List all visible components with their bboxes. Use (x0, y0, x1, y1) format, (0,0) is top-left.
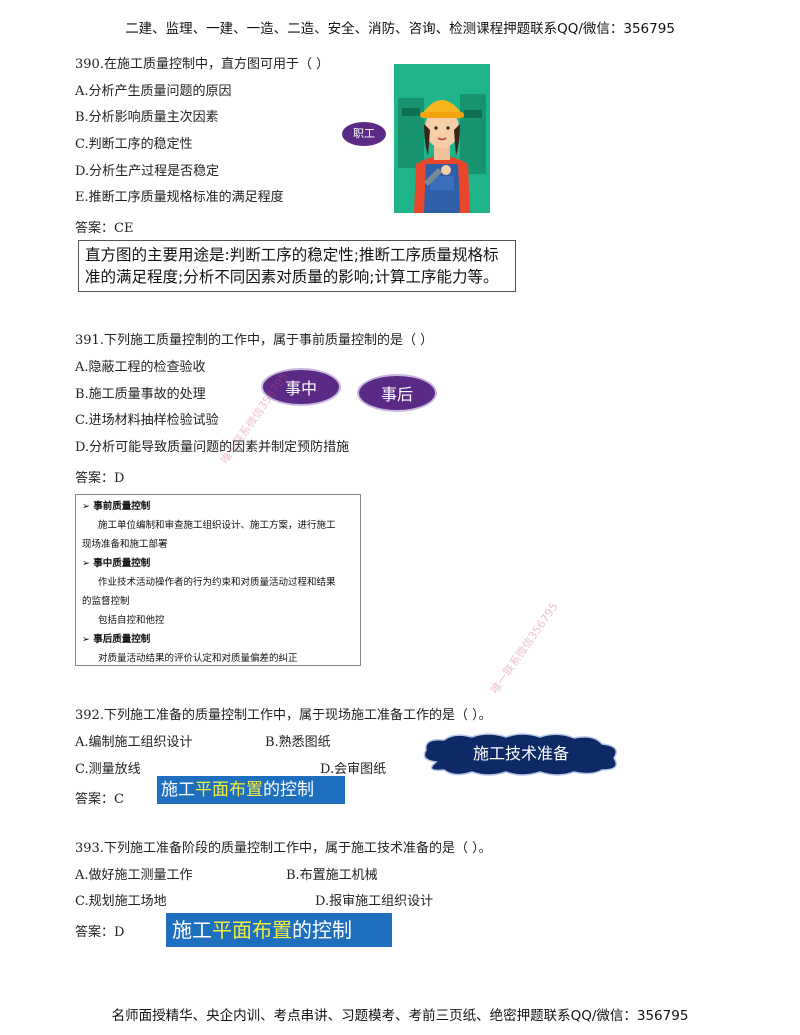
during-control-text-3: 包括自控和他控 (98, 615, 165, 626)
q390-explanation-box: 直方图的主要用途是:判断工序的稳定性;推断工序质量规格标 准的满足程度;分析不同… (78, 240, 516, 292)
during-control-text-1: 作业技术活动操作者的行为约束和对质量活动过程和结果 (98, 577, 336, 588)
q392-option-b: B.熟悉图纸 (265, 735, 331, 750)
q391-option-a: A.隐蔽工程的检查验收 (75, 360, 206, 375)
during-control-oval: 事中 (261, 368, 341, 406)
during-control-text-2: 的监督控制 (82, 596, 130, 607)
q390-option-a: A.分析产生质量问题的原因 (75, 84, 232, 99)
q391-option-d: D.分析可能导致质量问题的因素并制定预防措施 (75, 440, 350, 455)
q390-option-e: E.推断工序质量规格标准的满足程度 (75, 190, 284, 205)
question-392: 392.下列施工准备的质量控制工作中，属于现场施工准备工作的是（ ）。 (75, 708, 492, 723)
page-footer: 名师面授精华、央企内训、考点串讲、习题模考、考前三页纸、绝密押题联系QQ/微信：… (111, 1008, 689, 1024)
q391-option-c: C.进场材料抽样检验试验 (75, 413, 219, 428)
question-390: 390.在施工质量控制中，直方图可用于（ ） (75, 57, 330, 72)
q393-answer: 答案：D (75, 925, 125, 940)
after-control-heading: ➢ 事后质量控制 (82, 634, 151, 645)
q393-option-a: A.做好施工测量工作 (75, 868, 193, 883)
q392-option-d: D.会审图纸 (320, 762, 387, 777)
q392-option-a: A.编制施工组织设计 (75, 735, 193, 750)
tech-prep-cloud-label: 施工技术准备 (472, 744, 569, 763)
q393-option-b: B.布置施工机械 (286, 868, 378, 883)
q391-option-b: B.施工质量事故的处理 (75, 387, 206, 402)
q390-explanation-line-1: 直方图的主要用途是:判断工序的稳定性;推断工序质量规格标 (85, 246, 499, 264)
q392-banner-pre: 施工 (161, 780, 195, 800)
pre-control-heading: ➢ 事前质量控制 (82, 501, 151, 512)
q393-banner-post: 的控制 (292, 918, 352, 942)
q390-option-b: B.分析影响质量主次因素 (75, 110, 219, 125)
watermark-2: 唯一联系微信356795 (488, 600, 561, 697)
q390-option-d: D.分析生产过程是否稳定 (75, 164, 220, 179)
q392-banner-post: 的控制 (263, 780, 314, 800)
q390-explanation-line-2: 准的满足程度;分析不同因素对质量的影响;计算工序能力等。 (85, 268, 499, 286)
q392-answer: 答案：C (75, 792, 124, 807)
worker-illustration (394, 64, 490, 213)
q391-answer: 答案：D (75, 471, 125, 486)
q393-banner-pre: 施工 (172, 918, 212, 942)
pre-control-text-2: 现场准备和施工部署 (82, 539, 168, 550)
q390-answer: 答案：CE (75, 221, 134, 236)
q393-layout-control-banner: 施工平面布置的控制 (166, 913, 392, 947)
quality-control-notes-box: ➢ 事前质量控制 施工单位编制和审查施工组织设计、施工方案，进行施工 现场准备和… (75, 494, 361, 666)
question-391: 391.下列施工质量控制的工作中，属于事前质量控制的是（ ） (75, 333, 434, 348)
after-control-text-1: 对质量活动结果的评价认定和对质量偏差的纠正 (98, 653, 298, 664)
question-393: 393.下列施工准备阶段的质量控制工作中，属于施工技术准备的是（ ）。 (75, 841, 492, 856)
page-header: 二建、监理、一建、一造、二造、安全、消防、咨询、检测课程押题联系QQ/微信：35… (125, 21, 675, 37)
q392-layout-control-banner: 施工平面布置的控制 (157, 776, 345, 804)
q392-banner-highlight: 平面布置 (195, 780, 263, 800)
worker-tag: 职工 (342, 122, 386, 146)
pre-control-text-1: 施工单位编制和审查施工组织设计、施工方案，进行施工 (98, 520, 336, 531)
tech-prep-cloud: 施工技术准备 (418, 732, 624, 776)
cloud-shape-icon (423, 733, 617, 776)
q393-option-d: D.报审施工组织设计 (315, 894, 434, 909)
q390-option-c: C.判断工序的稳定性 (75, 137, 193, 152)
q392-option-c: C.测量放线 (75, 762, 141, 777)
q393-option-c: C.规划施工场地 (75, 894, 167, 909)
worker-icon (398, 94, 486, 213)
during-control-heading: ➢ 事中质量控制 (82, 558, 151, 569)
after-control-oval: 事后 (357, 374, 437, 412)
q393-banner-highlight: 平面布置 (212, 918, 292, 942)
